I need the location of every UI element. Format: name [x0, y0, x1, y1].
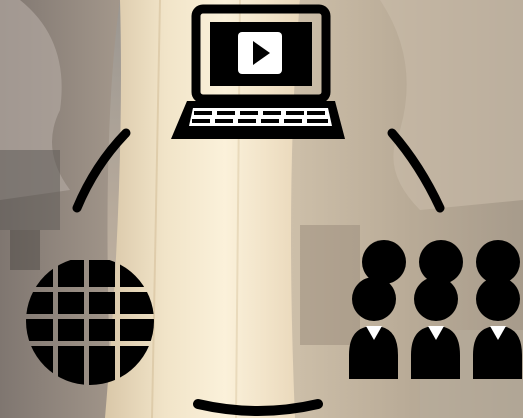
connector-arc-top-left [77, 133, 126, 208]
people-group-icon [349, 240, 522, 379]
globe-icon [20, 260, 160, 386]
connector-arc-bottom [198, 404, 318, 411]
connector-arc-top-right [392, 133, 440, 208]
laptop-play-icon [171, 9, 345, 139]
